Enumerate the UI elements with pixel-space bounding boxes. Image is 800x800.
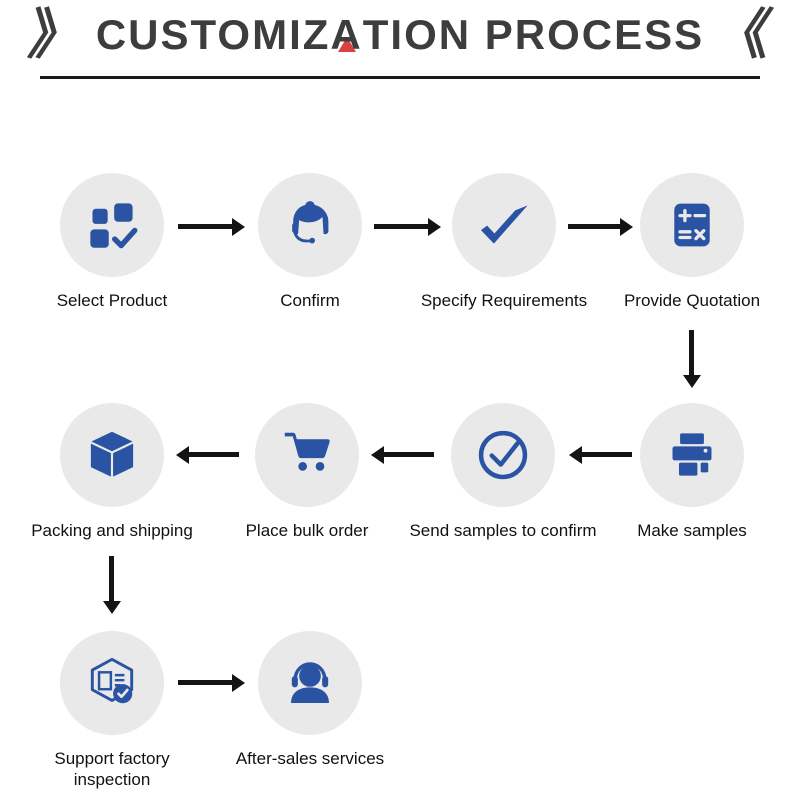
step-label: Packing and shipping	[31, 521, 193, 540]
title-part2: TION PROCESS	[362, 11, 705, 58]
calculator-icon	[674, 203, 710, 247]
step-circle	[640, 173, 744, 277]
arrow-quotation-to-samples-icon	[689, 330, 694, 375]
arrow-requirements-to-quotation-icon	[568, 224, 620, 229]
arrow-confirm-to-requirements-icon	[374, 224, 428, 229]
step-make-samples: Make samples	[592, 403, 792, 541]
step-circle	[255, 403, 359, 507]
support-agent-icon	[292, 201, 329, 244]
step-provide-quotation: Provide Quotation	[592, 173, 792, 311]
step-label: Send samples to confirm	[409, 521, 597, 540]
step-send-samples: Send samples to confirm	[403, 403, 603, 541]
step-circle	[60, 173, 164, 277]
step-after-sales: After-sales services	[210, 631, 410, 769]
circle-check-icon	[478, 430, 528, 480]
step-label: Provide Quotation	[623, 291, 761, 310]
step-label: Confirm	[280, 291, 340, 310]
step-circle	[258, 173, 362, 277]
step-place-bulk-order: Place bulk order	[207, 403, 407, 541]
step-label: Specify Requirements	[420, 291, 588, 310]
step-packing-shipping: Packing and shipping	[12, 403, 212, 541]
arrow-inspection-to-aftersales-icon	[178, 680, 232, 685]
arrow-confirm-samples-to-order-icon	[384, 452, 434, 457]
step-label: Make samples	[637, 521, 747, 540]
printer-icon	[672, 433, 712, 476]
grid-check-icon	[90, 203, 138, 249]
step-circle	[258, 631, 362, 735]
step-circle	[452, 173, 556, 277]
checkmark-icon	[480, 205, 528, 244]
title-text: CUSTOMIZATION PROCESS	[96, 11, 704, 59]
step-select-product: Select Product	[12, 173, 212, 311]
step-circle	[640, 403, 744, 507]
step-factory-inspection: Support factory inspection	[12, 631, 212, 791]
headset-person-icon	[291, 662, 329, 704]
title-accent-letter: A	[330, 11, 363, 58]
step-circle	[451, 403, 555, 507]
arrow-order-to-packing-icon	[189, 452, 239, 457]
arrow-samples-to-confirm-samples-icon	[582, 452, 632, 457]
right-double-angle-mark: 《	[710, 5, 776, 65]
step-label: After-sales services	[235, 749, 385, 768]
step-circle	[60, 403, 164, 507]
arrow-select-to-confirm-icon	[178, 224, 232, 229]
step-specify-requirements: Specify Requirements	[404, 173, 604, 311]
left-double-angle-mark: 》	[24, 5, 90, 65]
arrow-packing-to-inspection-icon	[109, 556, 114, 601]
step-confirm: Confirm	[210, 173, 410, 311]
package-box-icon	[90, 431, 134, 477]
step-label: Support factory inspection	[54, 749, 170, 790]
step-circle	[60, 631, 164, 735]
step-label: Select Product	[56, 291, 168, 310]
factory-inspection-icon	[90, 657, 134, 704]
step-label: Place bulk order	[245, 521, 369, 540]
page-title: 》 CUSTOMIZATION PROCESS 《	[0, 5, 800, 65]
shopping-cart-icon	[284, 432, 330, 471]
title-divider	[40, 76, 760, 79]
title-part1: CUSTOMIZ	[95, 11, 331, 58]
